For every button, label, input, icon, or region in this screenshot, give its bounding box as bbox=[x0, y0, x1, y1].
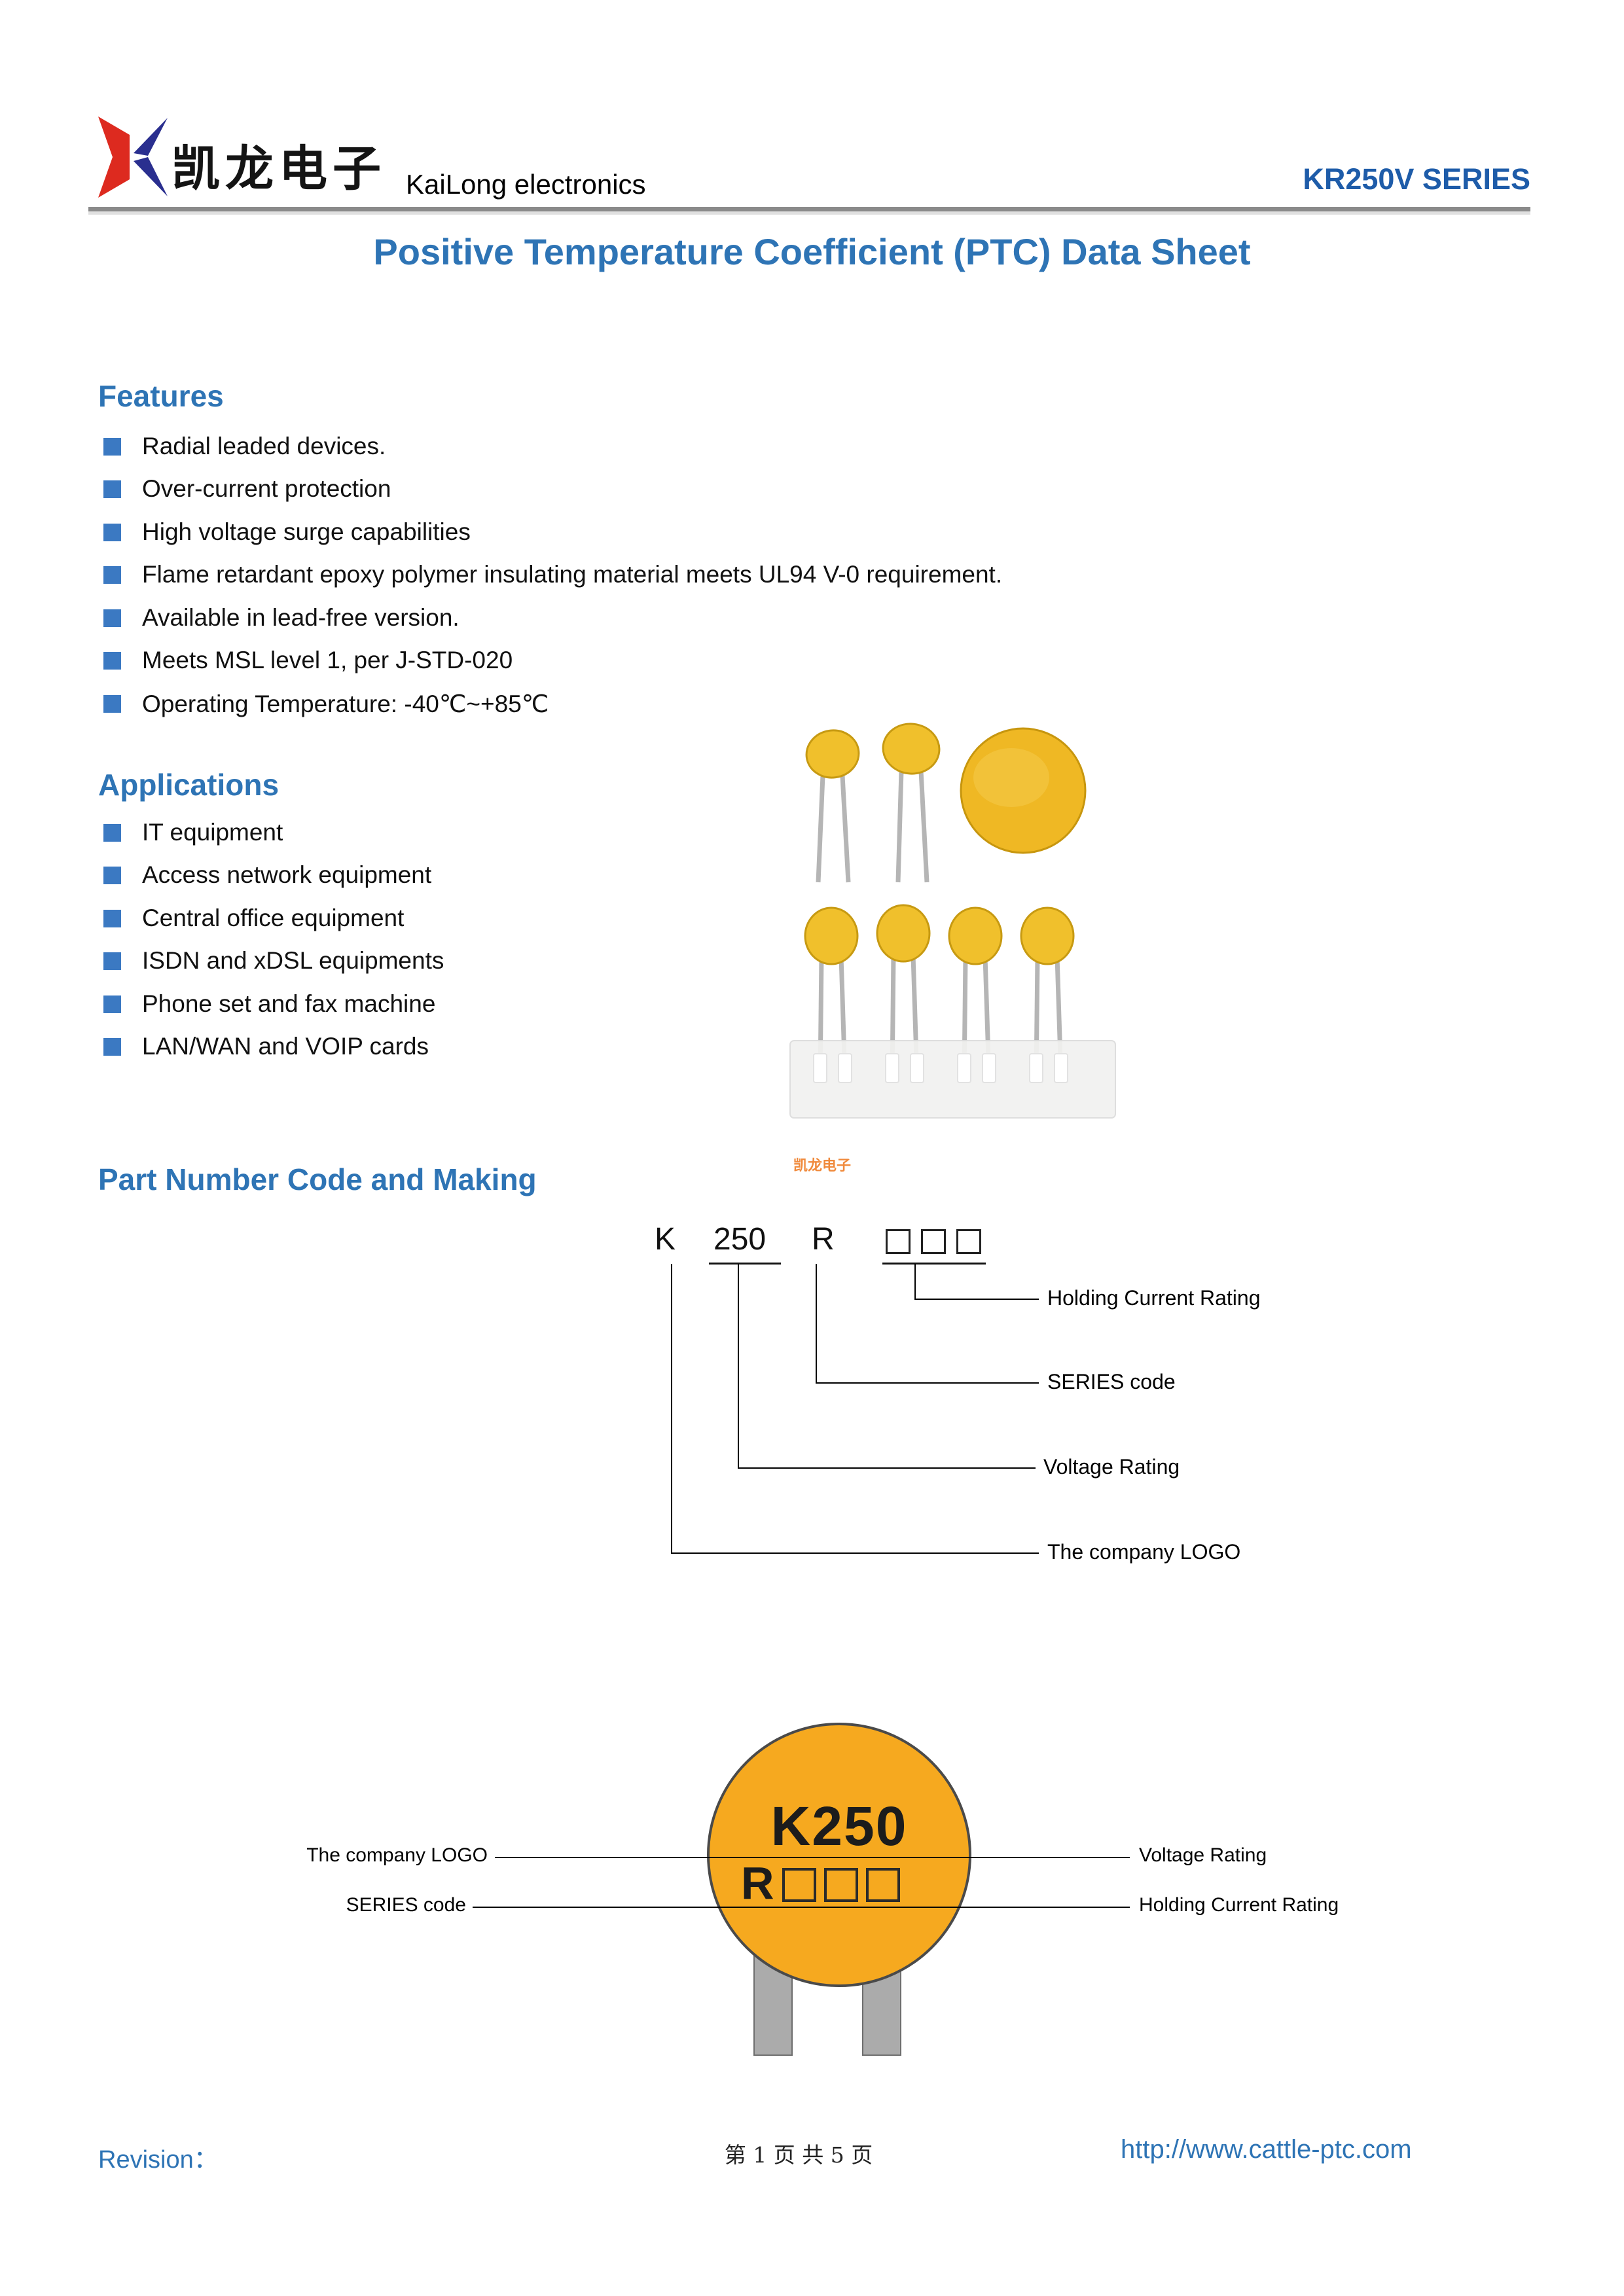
bullet-square-icon bbox=[103, 952, 121, 970]
ptc-disc-body bbox=[707, 1723, 971, 1987]
revision-label: Revision： bbox=[98, 2146, 219, 2174]
code-logo-letter: K bbox=[655, 1222, 676, 1257]
logo-red-shape bbox=[98, 117, 130, 198]
company-logo-label: The company LOGO bbox=[306, 1844, 488, 1866]
series-code-label: SERIES code bbox=[1047, 1370, 1176, 1393]
company-logo-label: The company LOGO bbox=[1047, 1540, 1241, 1564]
series-name: KR250V SERIES bbox=[1303, 162, 1530, 196]
ptc-disc bbox=[1020, 906, 1075, 965]
bullet-square-icon bbox=[103, 995, 121, 1013]
feature-text: High voltage surge capabilities bbox=[142, 518, 471, 545]
bullet-square-icon bbox=[103, 523, 121, 541]
placeholder-box-icon bbox=[956, 1229, 981, 1254]
ptc-disc bbox=[876, 904, 931, 963]
holding-current-label: Holding Current Rating bbox=[1047, 1286, 1261, 1310]
application-item: Central office equipment bbox=[103, 904, 404, 933]
code-voltage-number: 250 bbox=[713, 1222, 767, 1257]
application-text: ISDN and xDSL equipments bbox=[142, 947, 444, 974]
code-series-letter: R bbox=[812, 1222, 835, 1257]
application-item: Phone set and fax machine bbox=[103, 990, 435, 1018]
bullet-square-icon bbox=[103, 437, 121, 456]
feature-item: Radial leaded devices. bbox=[103, 432, 386, 461]
voltage-rating-label: Voltage Rating bbox=[1139, 1844, 1267, 1866]
part-number-heading: Part Number Code and Making bbox=[98, 1162, 537, 1196]
header-divider bbox=[88, 207, 1530, 211]
feature-text: Operating Temperature: -40℃~+85℃ bbox=[142, 690, 549, 717]
placeholder-box-icon bbox=[782, 1868, 816, 1902]
feature-item: Flame retardant epoxy polymer insulating… bbox=[103, 560, 1002, 589]
feature-text: Flame retardant epoxy polymer insulating… bbox=[142, 561, 1003, 588]
part-number-callout-lines bbox=[671, 1264, 1039, 1554]
feature-text: Radial leaded devices. bbox=[142, 433, 386, 459]
feature-item: Meets MSL level 1, per J-STD-020 bbox=[103, 646, 513, 675]
website-link[interactable]: http://www.cattle-ptc.com bbox=[1121, 2135, 1412, 2164]
application-text: IT equipment bbox=[142, 819, 283, 846]
boxes-underline bbox=[882, 1263, 986, 1265]
marking-diagram bbox=[473, 1723, 1130, 2056]
series-callout-line bbox=[816, 1264, 1039, 1384]
bullet-square-icon bbox=[103, 565, 121, 584]
component-leads bbox=[816, 770, 929, 883]
ptc-disc bbox=[805, 729, 860, 779]
placeholder-box-icon bbox=[865, 1868, 900, 1902]
voltage-callout-line bbox=[738, 1264, 1036, 1469]
bullet-square-icon bbox=[103, 823, 121, 842]
holding-callout-line bbox=[914, 1264, 1039, 1300]
disc-marking-text: K250 bbox=[770, 1795, 908, 1857]
placeholder-box-icon bbox=[886, 1229, 911, 1254]
feature-text: Available in lead-free version. bbox=[142, 604, 460, 631]
disc-highlight bbox=[973, 748, 1049, 807]
ptc-disc bbox=[804, 906, 859, 965]
page-indicator: 第 1 页 共 5 页 bbox=[724, 2142, 873, 2168]
code-placeholder-boxes bbox=[886, 1229, 981, 1254]
disc-series-letter: R bbox=[741, 1857, 774, 1909]
application-text: Access network equipment bbox=[142, 861, 432, 888]
application-text: Central office equipment bbox=[142, 905, 405, 931]
feature-item: Available in lead-free version. bbox=[103, 603, 460, 632]
ptc-disc bbox=[948, 906, 1003, 965]
product-photo bbox=[789, 723, 1116, 1119]
company-name: KaiLong electronics bbox=[406, 169, 646, 200]
ptc-disc bbox=[882, 723, 941, 775]
series-code-label: SERIES code bbox=[346, 1894, 466, 1916]
photo-watermark: 凯龙电子 bbox=[793, 1157, 852, 1174]
application-item: LAN/WAN and VOIP cards bbox=[103, 1032, 429, 1061]
page-title: Positive Temperature Coefficient (PTC) D… bbox=[373, 231, 1251, 272]
logo-calligraphy-text: 凯龙电子 bbox=[171, 141, 386, 197]
voltage-underline bbox=[709, 1263, 781, 1265]
company-logo-icon bbox=[98, 117, 168, 198]
application-item: ISDN and xDSL equipments bbox=[103, 946, 444, 975]
application-item: IT equipment bbox=[103, 818, 283, 847]
features-heading: Features bbox=[98, 379, 224, 413]
bullet-square-icon bbox=[103, 1037, 121, 1056]
feature-item: High voltage surge capabilities bbox=[103, 518, 471, 547]
bullet-square-icon bbox=[103, 609, 121, 627]
feature-item: Operating Temperature: -40℃~+85℃ bbox=[103, 689, 549, 718]
bullet-square-icon bbox=[103, 651, 121, 670]
holding-current-label: Holding Current Rating bbox=[1139, 1894, 1339, 1916]
bullet-square-icon bbox=[103, 694, 121, 713]
placeholder-box-icon bbox=[921, 1229, 946, 1254]
application-text: Phone set and fax machine bbox=[142, 990, 436, 1017]
placeholder-box-icon bbox=[823, 1868, 858, 1902]
logo-callout-line bbox=[671, 1264, 1039, 1554]
bullet-square-icon bbox=[103, 909, 121, 927]
bullet-square-icon bbox=[103, 866, 121, 884]
bullet-square-icon bbox=[103, 480, 121, 498]
feature-text: Over-current protection bbox=[142, 475, 391, 502]
logo-blue-top-shape bbox=[134, 118, 168, 156]
feature-text: Meets MSL level 1, per J-STD-020 bbox=[142, 647, 513, 673]
voltage-rating-label: Voltage Rating bbox=[1043, 1455, 1180, 1479]
logo-blue-bottom-shape bbox=[134, 157, 168, 196]
applications-heading: Applications bbox=[98, 768, 280, 802]
disc-series-row: R bbox=[741, 1857, 900, 1909]
application-item: Access network equipment bbox=[103, 861, 431, 889]
feature-item: Over-current protection bbox=[103, 475, 391, 503]
application-text: LAN/WAN and VOIP cards bbox=[142, 1033, 429, 1060]
tray-slots bbox=[813, 1053, 1068, 1083]
